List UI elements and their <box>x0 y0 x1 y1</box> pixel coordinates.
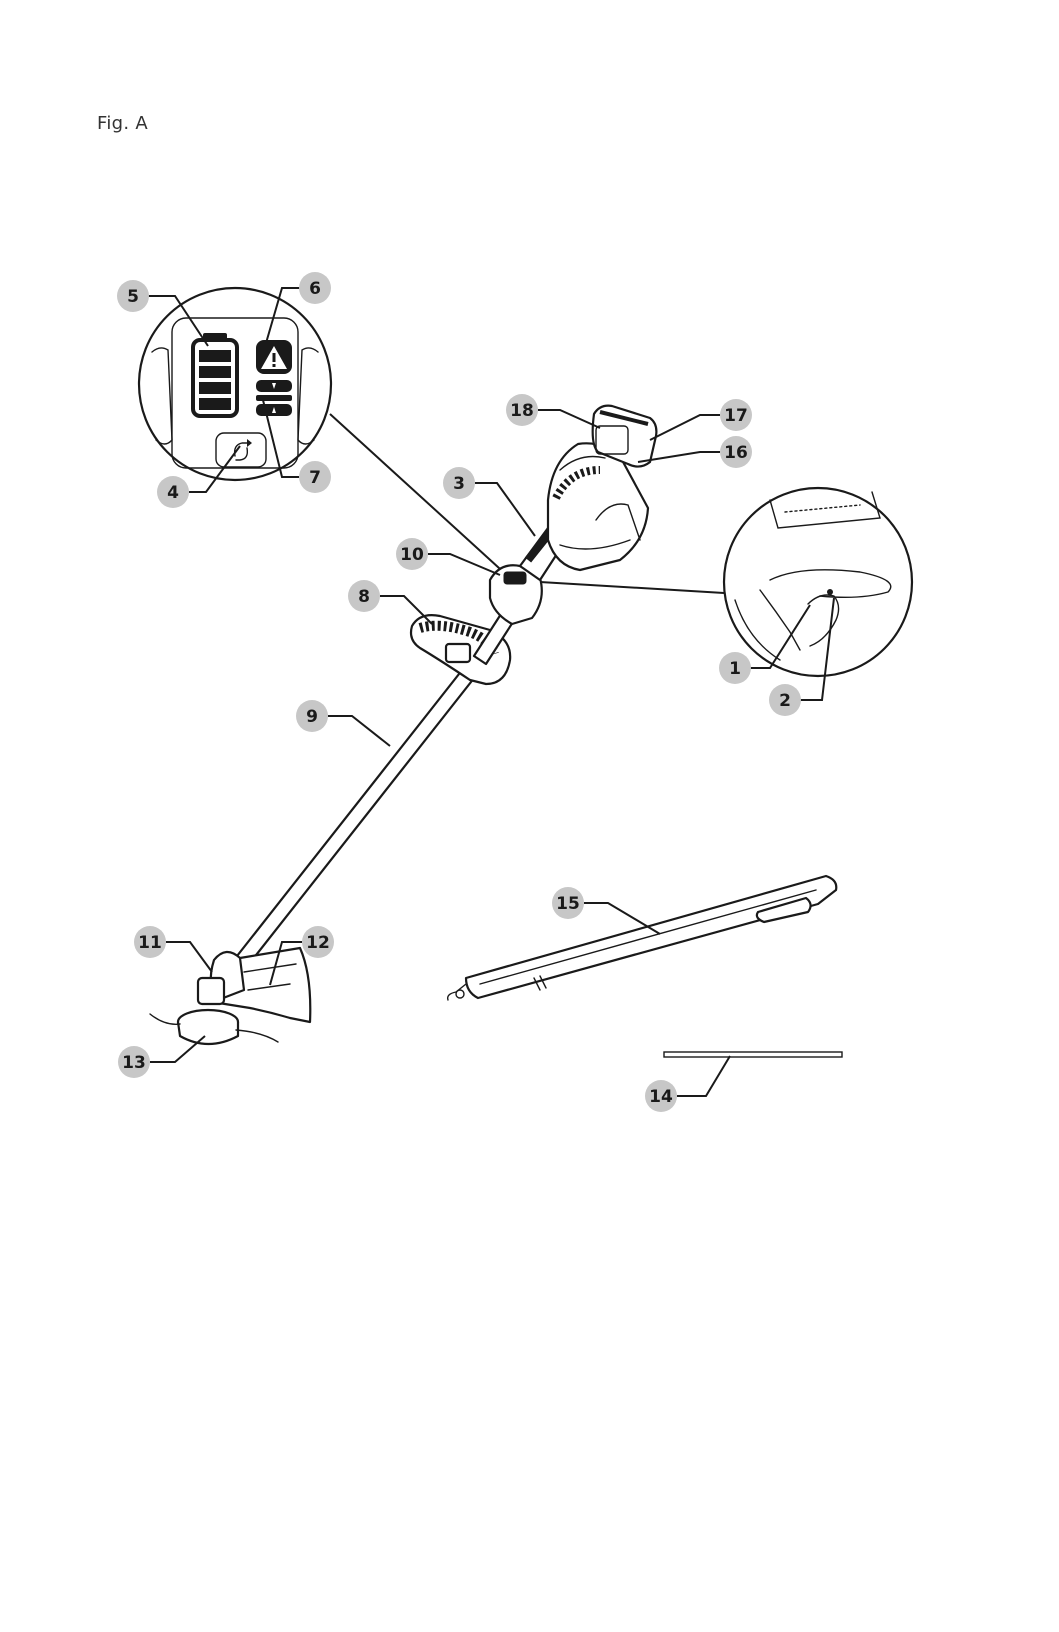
shoulder-strap <box>448 876 837 1000</box>
svg-text:15: 15 <box>556 894 580 914</box>
svg-text:9: 9 <box>306 707 318 727</box>
battery-level-icon <box>193 333 237 416</box>
svg-text:13: 13 <box>122 1053 146 1073</box>
callout-5: 5 <box>117 280 149 312</box>
callout-11: 11 <box>134 926 166 958</box>
svg-text:6: 6 <box>309 279 321 299</box>
svg-text:5: 5 <box>127 287 139 307</box>
callout-9: 9 <box>296 700 328 732</box>
svg-text:10: 10 <box>400 545 424 565</box>
svg-text:12: 12 <box>306 933 330 953</box>
callout-17: 17 <box>720 399 752 431</box>
svg-text:18: 18 <box>510 401 534 421</box>
callout-7: 7 <box>299 461 331 493</box>
svg-text:11: 11 <box>138 933 162 953</box>
callout-3: 3 <box>443 467 475 499</box>
callout-1: 1 <box>719 652 751 684</box>
callout-12: 12 <box>302 926 334 958</box>
svg-text:2: 2 <box>779 691 791 711</box>
callout-13: 13 <box>118 1046 150 1078</box>
cutting-line <box>664 1052 842 1057</box>
svg-text:4: 4 <box>167 483 179 503</box>
callout-4: 4 <box>157 476 189 508</box>
callout-14: 14 <box>645 1080 677 1112</box>
spool-head <box>150 1010 278 1044</box>
svg-text:7: 7 <box>309 468 321 488</box>
shaft <box>226 660 482 978</box>
speed-indicator-icon <box>256 380 292 416</box>
callout-6: 6 <box>299 272 331 304</box>
callout-15: 15 <box>552 887 584 919</box>
callout-16: 16 <box>720 436 752 468</box>
svg-text:1: 1 <box>729 659 741 679</box>
svg-text:8: 8 <box>358 587 370 607</box>
warning-triangle-icon <box>256 340 292 374</box>
callout-10: 10 <box>396 538 428 570</box>
svg-text:3: 3 <box>453 474 465 494</box>
callout-2: 2 <box>769 684 801 716</box>
callout-8: 8 <box>348 580 380 612</box>
svg-text:14: 14 <box>649 1087 673 1107</box>
callout-18: 18 <box>506 394 538 426</box>
svg-text:16: 16 <box>724 443 748 463</box>
svg-text:17: 17 <box>724 406 748 426</box>
trigger-detail <box>724 488 912 676</box>
